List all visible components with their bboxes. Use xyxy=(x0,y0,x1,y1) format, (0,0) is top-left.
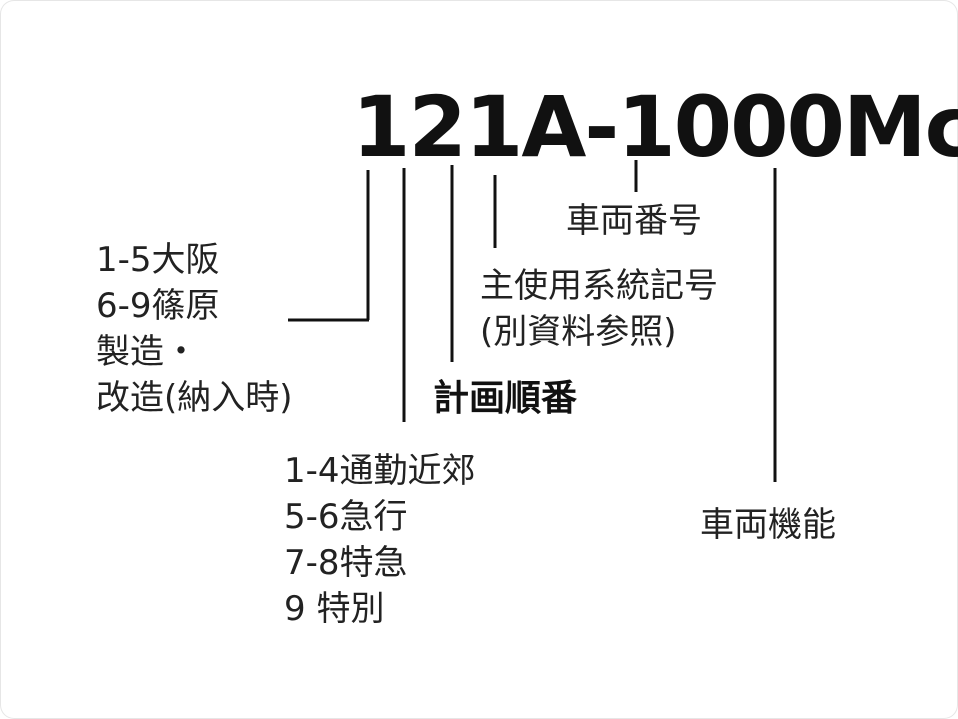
usage-label-line: 5-6急行 xyxy=(284,497,408,537)
usage-label: 1-4通勤近郊 5-6急行 7-8特急 9 特別 xyxy=(284,448,476,632)
vehicle-code: 121A-1000Mc xyxy=(352,78,958,176)
plan-order-label: 計画順番 xyxy=(433,378,578,419)
system-label: 主使用系統記号 (別資料参照) xyxy=(480,263,718,355)
system-label-line: (別資料参照) xyxy=(480,312,677,352)
factory-label: 1-5大阪 6-9篠原 製造・ 改造(納入時) xyxy=(96,237,293,421)
system-label-line: 主使用系統記号 xyxy=(480,266,718,306)
car-number-label: 車両番号 xyxy=(566,201,702,241)
factory-label-line: 6-9篠原 xyxy=(96,286,220,326)
car-function-label: 車両機能 xyxy=(700,505,836,545)
factory-label-line: 製造・ xyxy=(96,332,198,372)
usage-label-line: 9 特別 xyxy=(284,589,385,629)
usage-label-line: 1-4通勤近郊 xyxy=(284,451,476,491)
factory-label-line: 改造(納入時) xyxy=(96,378,293,418)
usage-label-line: 7-8特急 xyxy=(284,543,408,583)
factory-label-line: 1-5大阪 xyxy=(96,240,220,280)
